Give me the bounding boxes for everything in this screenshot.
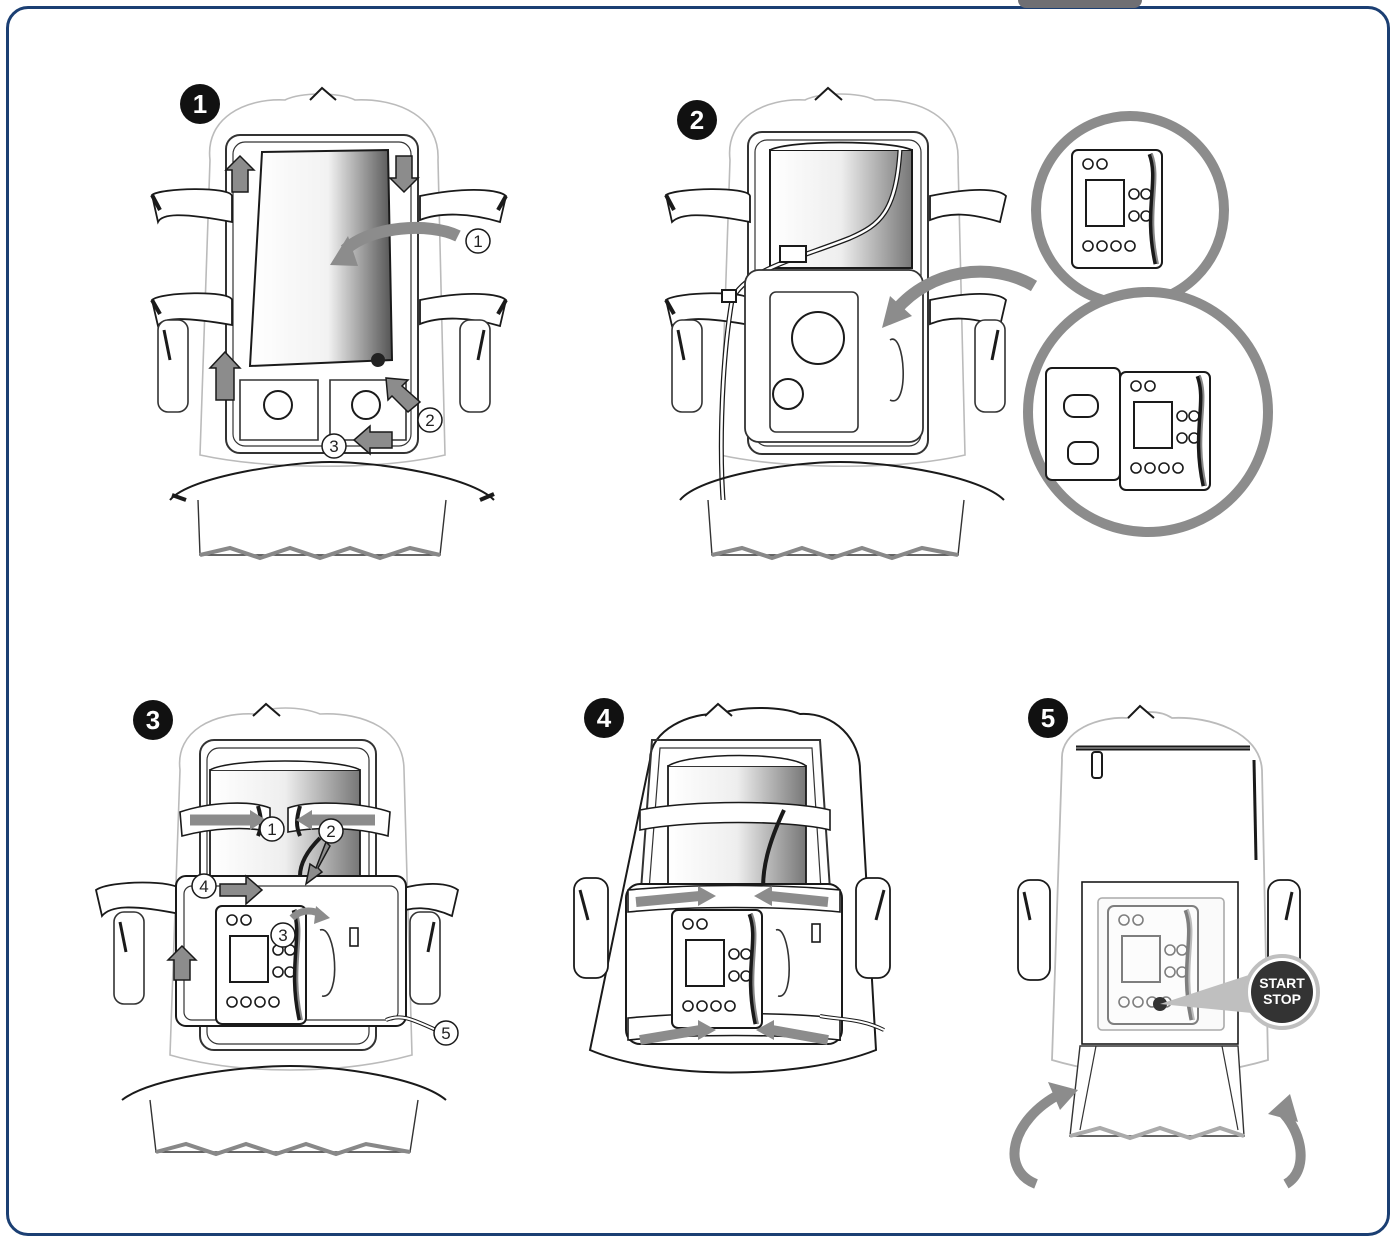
step-1-badge: 1 — [180, 84, 220, 124]
step-4-illustration — [573, 702, 891, 1074]
step-3-number: 3 — [146, 705, 160, 735]
svg-text:3: 3 — [278, 926, 287, 945]
stop-label: STOP — [1263, 991, 1301, 1007]
step-3-badge: 3 — [133, 700, 173, 740]
svg-text:2: 2 — [326, 822, 335, 841]
step-5-badge: 5 — [1028, 698, 1068, 738]
step-2-illustration — [664, 86, 1273, 561]
figure-frame — [6, 6, 1390, 1236]
step-4-badge: 4 — [584, 698, 624, 738]
step-3-callout-3: 3 — [270, 922, 296, 948]
step-3-callout-1: 1 — [259, 816, 285, 842]
step-3-callout-5: 5 — [433, 1020, 459, 1046]
step-1-number: 1 — [193, 89, 207, 119]
step-5-illustration — [1009, 704, 1306, 1189]
step-1-callout-3: 3 — [321, 433, 347, 459]
svg-text:3: 3 — [329, 437, 338, 456]
step-3-callout-2: 2 — [318, 818, 344, 844]
svg-text:1: 1 — [267, 820, 276, 839]
top-tab — [1018, 0, 1142, 8]
step-1-callout-2: 2 — [417, 407, 443, 433]
step-5-number: 5 — [1041, 703, 1055, 733]
step-3-callout-4: 4 — [191, 873, 217, 899]
start-label: START — [1259, 975, 1305, 991]
svg-text:4: 4 — [199, 877, 208, 896]
step-1-illustration — [150, 86, 508, 561]
step-1-callout-1: 1 — [465, 228, 491, 254]
start-stop-button: START STOP — [1244, 954, 1320, 1030]
svg-text:1: 1 — [473, 232, 482, 251]
svg-text:5: 5 — [441, 1024, 450, 1043]
step-2-badge: 2 — [677, 100, 717, 140]
step-2-number: 2 — [690, 105, 704, 135]
svg-text:2: 2 — [425, 411, 434, 430]
step-3-illustration — [94, 702, 460, 1157]
step-4-number: 4 — [597, 703, 612, 733]
